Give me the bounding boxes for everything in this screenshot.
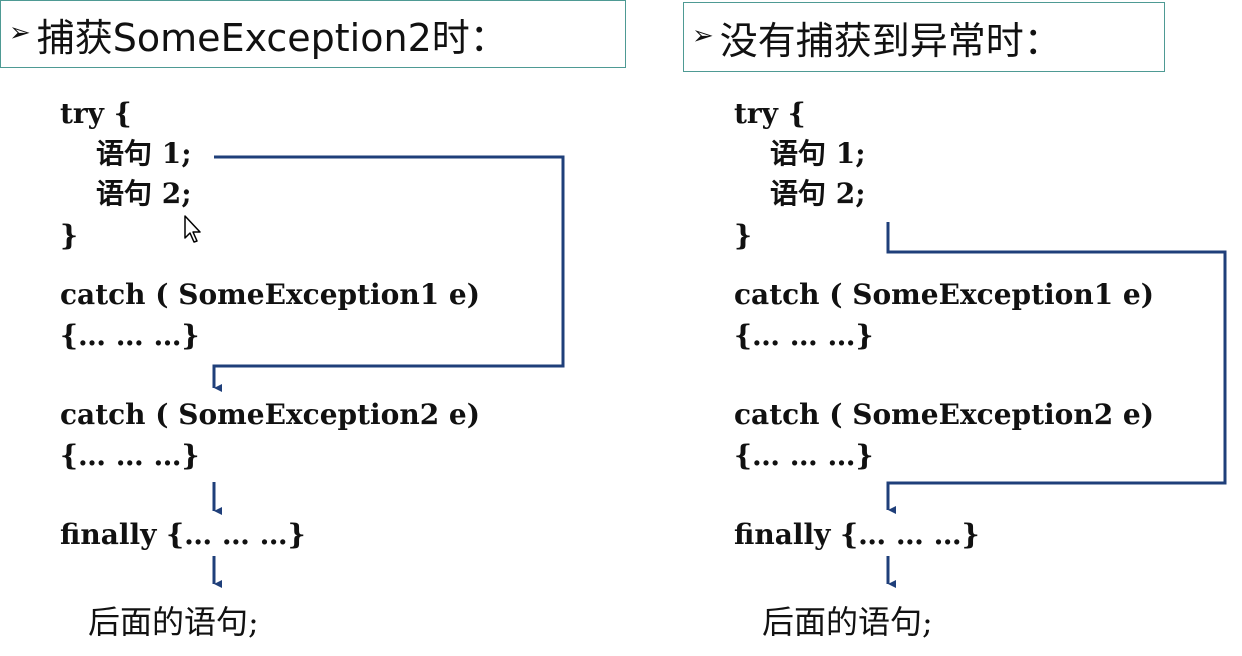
left-catch2: catch ( SomeException2 e) xyxy=(60,398,480,431)
right-stmt-1: 语句 1; xyxy=(770,137,866,170)
right-skip-catch-arrow xyxy=(886,222,1227,514)
right-try-close: } xyxy=(734,219,753,252)
left-stmt-2: 语句 2; xyxy=(96,177,192,210)
left-finally: finally {… … …} xyxy=(60,518,306,551)
left-exception-jump-arrow xyxy=(212,155,565,392)
right-after-statement: 后面的语句; xyxy=(762,603,933,641)
mouse-cursor-icon xyxy=(184,215,201,243)
bullet-arrow-icon: ➢ xyxy=(9,18,31,48)
right-catch1: catch ( SomeException1 e) xyxy=(734,278,1154,311)
left-try-open: try { xyxy=(60,97,132,130)
right-catch2: catch ( SomeException2 e) xyxy=(734,398,1154,431)
left-stmt-1: 语句 1; xyxy=(96,137,192,170)
bullet-arrow-icon: ➢ xyxy=(692,21,714,51)
left-catch1: catch ( SomeException1 e) xyxy=(60,278,480,311)
right-finally: finally {… … …} xyxy=(734,518,980,551)
right-panel-title: ➢ 没有捕获到异常时： xyxy=(683,2,1165,72)
right-catch2-body: {… … …} xyxy=(734,439,874,472)
right-try-open: try { xyxy=(734,97,806,130)
left-try-close: } xyxy=(60,219,79,252)
right-catch1-body: {… … …} xyxy=(734,319,874,352)
right-title-text: 没有捕获到异常时： xyxy=(719,18,1062,63)
right-stmt-2: 语句 2; xyxy=(770,177,866,210)
left-catch1-body: {… … …} xyxy=(60,319,200,352)
left-catch2-body: {… … …} xyxy=(60,439,200,472)
left-after-statement: 后面的语句; xyxy=(88,603,259,641)
left-title-text: 捕获SomeException2时： xyxy=(36,15,508,60)
left-panel-title: ➢ 捕获SomeException2时： xyxy=(0,0,626,68)
